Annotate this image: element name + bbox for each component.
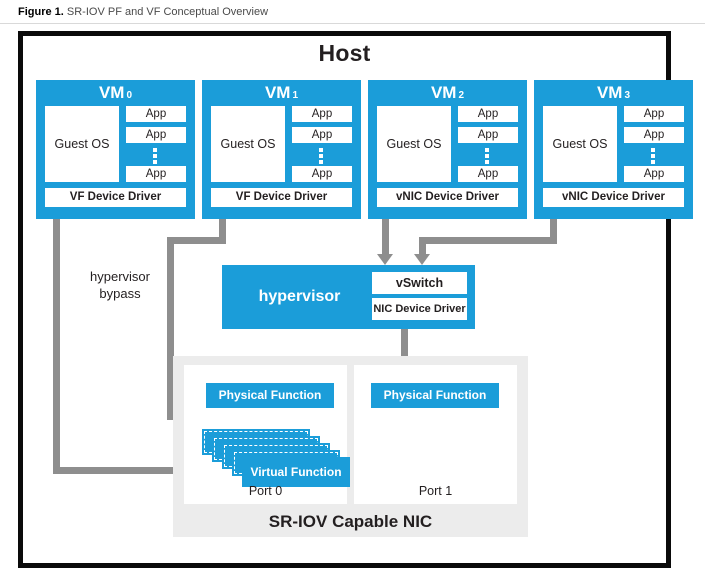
hypervisor-bypass-label: hypervisor bypass (65, 268, 175, 302)
vm-index-1: 1 (292, 90, 299, 101)
connector-vm3-stub (550, 219, 557, 244)
vm-name-1: VM (264, 83, 291, 102)
connector-vm1-top-horizontal (167, 237, 226, 244)
guest-os-1: Guest OS (211, 106, 285, 182)
app-box: App (126, 106, 186, 122)
connector-vm1-vertical (167, 237, 174, 420)
figure-number: Figure 1. (18, 6, 64, 18)
port-1-box[interactable]: Physical Function Port 1 (354, 365, 517, 504)
guest-os-3: Guest OS (543, 106, 617, 182)
port-0-label: Port 0 (248, 484, 283, 498)
vm-index-2: 2 (458, 90, 465, 101)
figure-caption-text: SR-IOV PF and VF Conceptual Overview (66, 6, 269, 18)
app-column-1: App App App (292, 106, 352, 182)
app-box: App (126, 127, 186, 143)
app-column-3: App App App (624, 106, 684, 182)
sriov-nic-container: Physical Function Virtual Function Port … (173, 356, 528, 537)
app-ellipsis-icon (485, 148, 490, 164)
arrow-vm2-to-vswitch (377, 254, 393, 265)
guest-os-0: Guest OS (45, 106, 119, 182)
app-box: App (292, 127, 352, 143)
figure-caption: Figure 1. SR-IOV PF and VF Conceptual Ov… (18, 3, 678, 21)
host-title: Host (318, 40, 371, 66)
connector-vm1-stub (219, 219, 226, 244)
physical-function-port0[interactable]: Physical Function (206, 383, 334, 408)
app-box: App (624, 106, 684, 122)
vm-driver-0: VF Device Driver (45, 188, 186, 207)
app-box: App (624, 166, 684, 182)
connector-vm3-horizontal (419, 237, 557, 244)
bypass-line-2: bypass (99, 286, 141, 301)
app-box: App (292, 106, 352, 122)
connector-nicdriver-to-pf1 (401, 329, 408, 371)
app-box: App (458, 127, 518, 143)
app-ellipsis-icon (651, 148, 656, 164)
app-ellipsis-icon (319, 148, 324, 164)
vm-name-0: VM (98, 83, 125, 102)
sriov-nic-title: SR-IOV Capable NIC (268, 512, 433, 531)
hypervisor-label: hypervisor (258, 288, 341, 305)
vm-driver-1: VF Device Driver (211, 188, 352, 207)
vswitch-box[interactable]: vSwitch (372, 272, 467, 294)
app-box: App (458, 106, 518, 122)
app-column-0: App App App (126, 106, 186, 182)
connector-vm0-to-vf-vertical (53, 219, 60, 474)
connector-vm3-vertical (419, 237, 426, 255)
hypervisor-box[interactable]: hypervisor vSwitch NIC Device Driver (222, 265, 475, 329)
caption-divider (0, 23, 705, 24)
vm-driver-3: vNIC Device Driver (543, 188, 684, 207)
physical-function-port1[interactable]: Physical Function (371, 383, 499, 408)
connector-vm0-to-vf-horizontal (53, 467, 205, 474)
app-box: App (458, 166, 518, 182)
nic-device-driver-box[interactable]: NIC Device Driver (372, 298, 467, 320)
virtual-function-port0[interactable]: Virtual Function (242, 457, 350, 487)
vm-index-0: 0 (126, 90, 133, 101)
vm-index-3: 3 (624, 90, 631, 101)
virtual-function-stack: Virtual Function (202, 429, 350, 497)
port-0-box[interactable]: Physical Function Virtual Function Port … (184, 365, 350, 504)
app-ellipsis-icon (153, 148, 158, 164)
port-1-label: Port 1 (418, 484, 453, 498)
vm-name-2: VM (430, 83, 457, 102)
app-box: App (292, 166, 352, 182)
app-column-2: App App App (458, 106, 518, 182)
guest-os-2: Guest OS (377, 106, 451, 182)
app-box: App (126, 166, 186, 182)
arrow-vm3-to-vswitch (414, 254, 430, 265)
vm-driver-2: vNIC Device Driver (377, 188, 518, 207)
connector-vm2-to-vswitch (382, 219, 389, 255)
app-box: App (624, 127, 684, 143)
bypass-line-1: hypervisor (90, 269, 150, 284)
vm-name-3: VM (596, 83, 623, 102)
